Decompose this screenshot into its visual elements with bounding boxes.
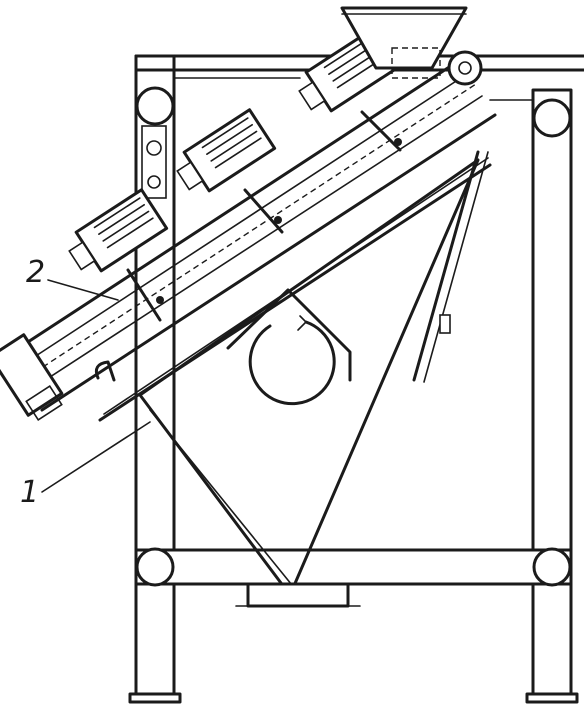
hopper-inner-line [149, 409, 297, 591]
feed-hopper [340, 6, 468, 70]
diagonal-brace-inner [423, 151, 489, 383]
bottom-cross-beam [134, 548, 573, 586]
feed-hook [94, 360, 116, 382]
feed-inlet [340, 6, 483, 86]
deck-clamp-1 [126, 268, 162, 322]
left-bracket-bolt [146, 140, 162, 156]
left-bracket [141, 125, 167, 199]
upper-right-mount [532, 98, 572, 138]
rotation-arrow [297, 315, 308, 331]
hopper-body [138, 150, 489, 608]
callout-2-label: 2 [26, 255, 46, 290]
hopper-triangle [138, 158, 480, 597]
end-cap-flange [25, 385, 63, 421]
deck-inner-top [21, 71, 471, 366]
left-base-plate [128, 692, 182, 704]
feed-chute-dashed [391, 47, 441, 79]
end-roller [447, 50, 483, 86]
lower-right-mount [532, 547, 572, 587]
callout-1-leader [41, 421, 151, 493]
outlet-spout [246, 582, 350, 608]
deck-top-edge [6, 58, 462, 357]
upper-left-mount [135, 86, 175, 126]
deck-inner-bottom [29, 95, 483, 391]
clamp-bolt-3 [394, 138, 402, 146]
left-bracket-bolt-lower [147, 175, 161, 189]
clamp-bolt-2 [274, 216, 282, 224]
diagonal-brace-outer [412, 150, 480, 382]
vibrator-motor-middle [176, 108, 277, 193]
end-roller-hub [458, 61, 472, 75]
rotation-cover [226, 288, 352, 382]
deck-end-cap [0, 333, 64, 417]
vibrator-motors [68, 28, 402, 322]
right-base-plate [525, 692, 579, 704]
screen-deck [0, 58, 497, 422]
deck-clamp-3 [360, 110, 402, 152]
callout-2-leader [47, 279, 119, 301]
rotation-symbol [226, 288, 352, 406]
right-column [531, 88, 573, 703]
callout-1-label: 1 [20, 475, 40, 510]
housing-lower-edge [98, 163, 492, 422]
vibrator-motor-lower [68, 188, 169, 273]
support-frame [128, 54, 584, 704]
brace-clamp [439, 314, 451, 334]
housing-lower-inner [103, 157, 489, 415]
lower-left-mount [135, 547, 175, 587]
deck-clamp-2 [243, 188, 284, 234]
clamp-bolt-1 [156, 296, 164, 304]
deck-bottom-edge [40, 113, 497, 412]
rotation-arc [248, 320, 336, 406]
